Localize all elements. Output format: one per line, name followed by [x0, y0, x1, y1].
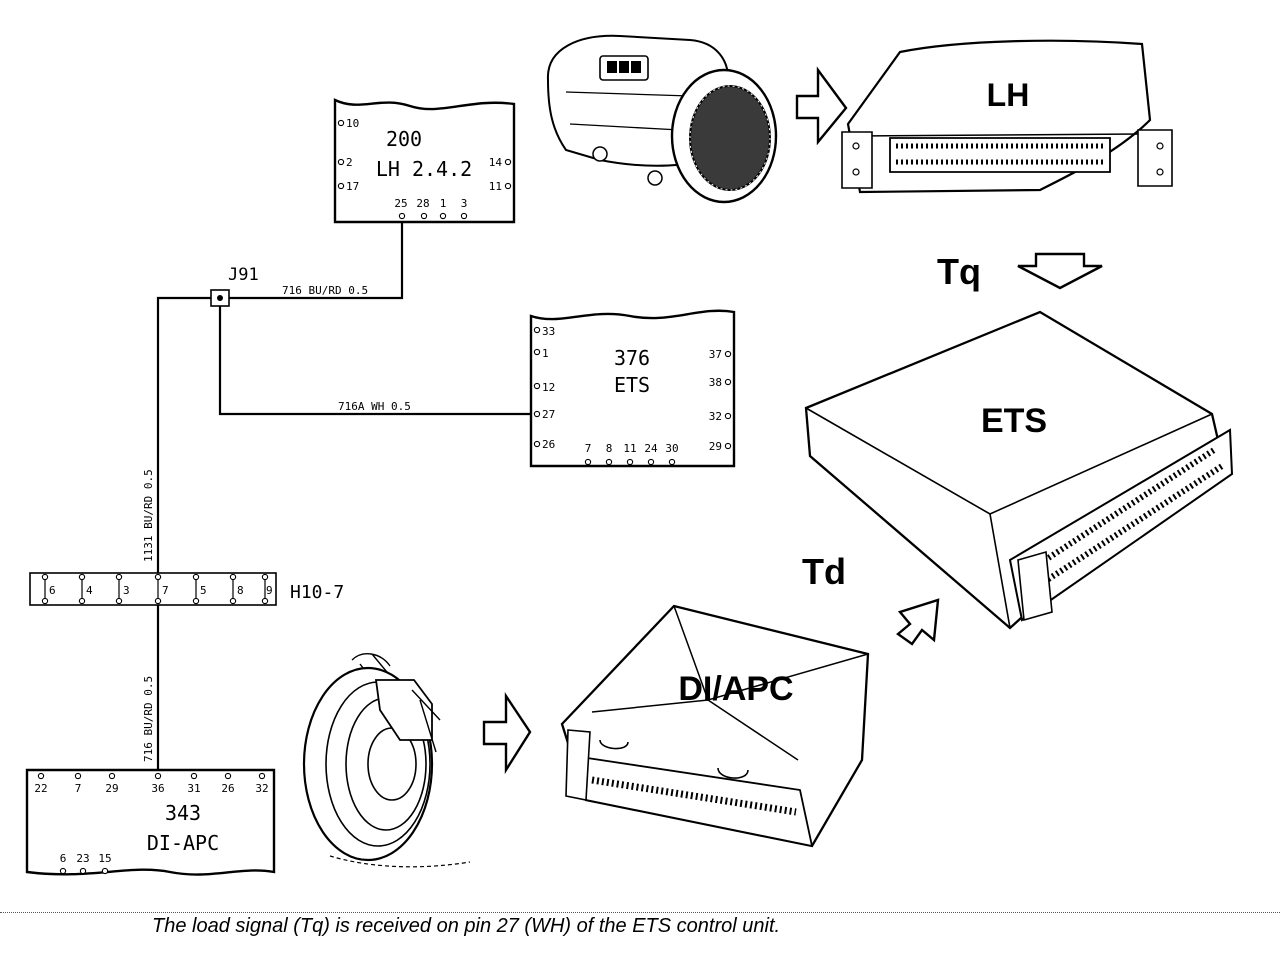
caption-divider: [0, 912, 1280, 913]
label-wire-716a: 716A WH 0.5: [338, 400, 411, 413]
label-wire-1131: 1131 BU/RD 0.5: [142, 469, 155, 562]
ecu-376-name: ETS: [614, 373, 650, 397]
pin-label: 17: [346, 180, 359, 193]
pin-label: 4: [86, 584, 93, 597]
pin-label: 28: [416, 197, 429, 210]
pin-label: 8: [237, 584, 244, 597]
pin-label: 24: [644, 442, 658, 455]
crankshaft-pulley-illustration: [302, 653, 471, 868]
lh-label: LH: [987, 77, 1030, 113]
pin-label: 32: [709, 410, 722, 423]
label-wire-716-top: 716 BU/RD 0.5: [282, 284, 368, 297]
arrow-meter-to-lh: [795, 66, 848, 146]
ecu-376-box: 376 ETS 33 1 12 27 26 37 38 32 29 7 8 11…: [529, 309, 736, 468]
wires: [156, 212, 536, 776]
junction-j91: J91: [210, 265, 259, 307]
wire-716a: [218, 304, 536, 416]
signal-td-label: Td: [802, 551, 846, 592]
pin-label: 26: [542, 438, 555, 451]
pin-label: 30: [665, 442, 678, 455]
pin-label: 6: [60, 852, 67, 865]
pin-label: 7: [75, 782, 82, 795]
diapc-label: DI/APC: [678, 670, 793, 708]
pin-label: 10: [346, 117, 359, 130]
ets-label: ETS: [981, 402, 1047, 440]
ecu-200-name: LH 2.4.2: [376, 157, 472, 181]
junction-label: J91: [228, 265, 259, 285]
pin-label: 36: [151, 782, 164, 795]
air-mass-meter-illustration: [546, 34, 778, 204]
pin-label: 1: [440, 197, 447, 210]
pin-label: 11: [623, 442, 636, 455]
diapc-ecu-illustration: [560, 604, 870, 848]
pin-label: 7: [162, 584, 169, 597]
figure-caption: The load signal (Tq) is received on pin …: [152, 915, 781, 937]
pin-label: 25: [394, 197, 407, 210]
pin-label: 38: [709, 376, 722, 389]
pin-label: 32: [255, 782, 268, 795]
ecu-343-name: DI-APC: [147, 831, 219, 855]
pin-label: 6: [49, 584, 56, 597]
pin-label: 12: [542, 381, 555, 394]
pin-label: 2: [346, 156, 353, 169]
ecu-200-number: 200: [386, 127, 422, 151]
ecu-200-box: 200 LH 2.4.2 10 2 17 14 11 25 28 1 3: [333, 98, 516, 224]
pin-label: 11: [489, 180, 502, 193]
wire-1131: [156, 296, 212, 582]
pin-label: 22: [34, 782, 47, 795]
connector-label: H10-7: [290, 582, 344, 603]
arrow-diapc-to-ets: [896, 598, 940, 646]
pin-label: 8: [606, 442, 613, 455]
pin-label: 23: [76, 852, 89, 865]
pin-label: 27: [542, 408, 555, 421]
arrow-lh-to-ets: [1017, 252, 1103, 290]
pin-label: 3: [461, 197, 468, 210]
ets-ecu-illustration: [804, 310, 1234, 630]
arrow-pulley-to-diapc: [482, 692, 532, 775]
wire-716-top: [222, 212, 404, 300]
pin-label: 31: [187, 782, 200, 795]
connector-h10-7: 6 4 3 7 5 8 9 H10-7: [29, 572, 344, 606]
lh-ecu-illustration: [841, 39, 1173, 194]
signal-tq-label: Tq: [937, 251, 981, 292]
pin-label: 29: [709, 440, 722, 453]
ecu-343-number: 343: [165, 801, 201, 825]
pin-label: 1: [542, 347, 549, 360]
pin-label: 5: [200, 584, 207, 597]
ecu-343-box: 22 7 29 36 31 26 32 343 DI-APC 6 23 15: [25, 768, 276, 876]
pin-label: 14: [489, 156, 503, 169]
pin-label: 3: [123, 584, 130, 597]
pin-label: 7: [585, 442, 592, 455]
pin-label: 9: [266, 584, 273, 597]
ecu-376-number: 376: [614, 346, 650, 370]
pin-label: 33: [542, 325, 555, 338]
pin-label: 15: [98, 852, 111, 865]
label-wire-716-bottom: 716 BU/RD 0.5: [142, 676, 155, 762]
pin-label: 37: [709, 348, 722, 361]
pin-label: 29: [105, 782, 118, 795]
pin-label: 26: [221, 782, 234, 795]
